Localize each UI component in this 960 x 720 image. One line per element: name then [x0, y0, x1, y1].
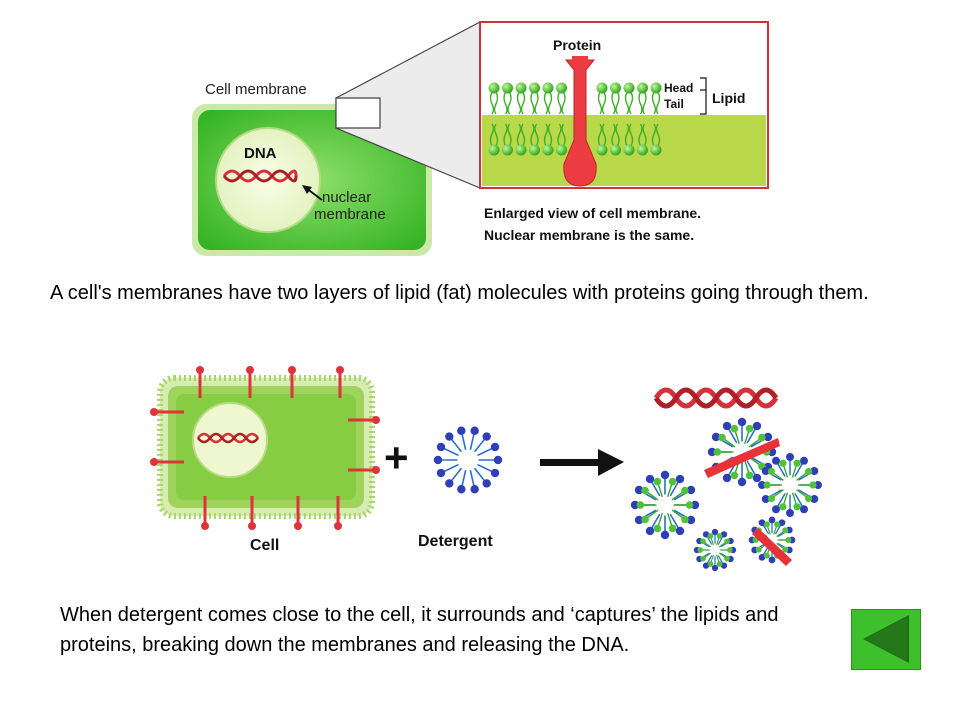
detergent-label: Detergent [418, 533, 493, 550]
detergent-diagram: + Cell Detergent [150, 366, 822, 572]
lipid-bracket [700, 77, 707, 115]
membrane-description-paragraph: A cell's membranes have two layers of li… [50, 282, 869, 304]
dna-helix-small [196, 432, 260, 444]
dna-helix [222, 169, 298, 183]
head-label: Head [664, 81, 693, 95]
back-button[interactable] [850, 608, 922, 671]
enlarged-membrane-view [479, 21, 769, 189]
membrane-proteins [150, 366, 380, 530]
cell-label: Cell [250, 537, 279, 554]
released-dna [653, 387, 779, 409]
lipid-bilayer [488, 82, 662, 156]
membrane-protein [563, 56, 597, 187]
nuclear-membrane-label-line1: nuclear [322, 189, 371, 206]
plus-sign: + [384, 434, 409, 481]
nuclear-membrane-label-line2: membrane [314, 206, 386, 223]
cell-membrane-label: Cell membrane [205, 81, 307, 98]
nucleus-small [192, 402, 268, 478]
cell-membrane-diagram: Cell membrane DNA nuclear membrane Prote… [192, 21, 769, 256]
dna-label: DNA [244, 145, 277, 162]
caption-line-1: Enlarged view of cell membrane. [484, 205, 701, 221]
nuclear-membrane-arrow [302, 185, 323, 201]
detergent-lipid-complexes [630, 417, 822, 572]
caption-line-2: Nuclear membrane is the same. [484, 227, 694, 243]
detergent-description-paragraph: When detergent comes close to the cell, … [60, 604, 779, 656]
lipid-label: Lipid [712, 90, 745, 106]
triangle-left-icon [850, 608, 922, 671]
detergent-micelle [433, 426, 503, 494]
reaction-arrow [540, 449, 624, 476]
tail-label: Tail [664, 97, 684, 111]
protein-label: Protein [553, 37, 601, 53]
